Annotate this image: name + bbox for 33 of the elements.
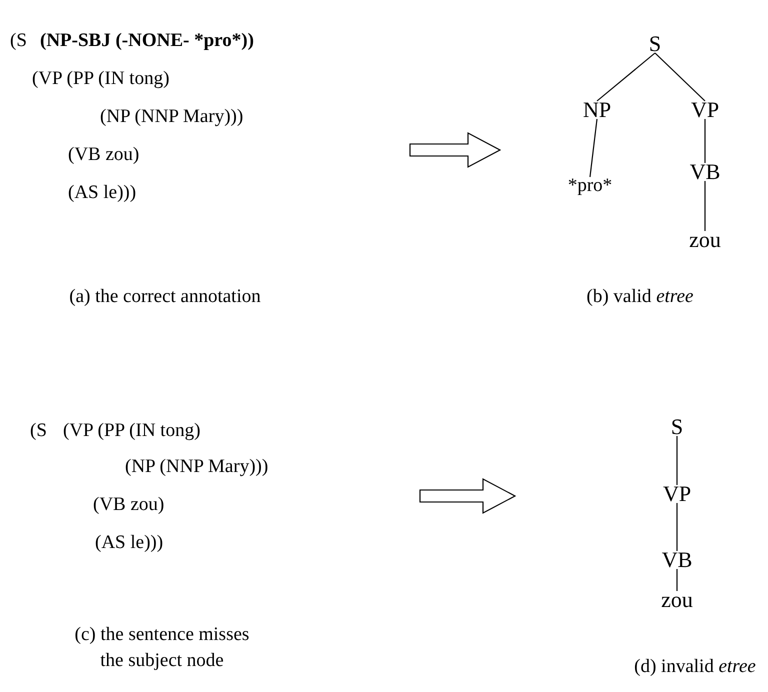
tree-branch [676, 503, 678, 551]
annotation-line: (VB zou) [68, 144, 140, 166]
tree-branch [654, 52, 706, 102]
tree-branch [676, 569, 678, 591]
annotation-line: (S [30, 420, 47, 442]
caption: (d) invalid etree [633, 655, 757, 679]
tree-node-label: VP [690, 98, 720, 122]
tree-branch [676, 436, 678, 485]
annotation-line: (VB zou) [93, 494, 164, 516]
annotation-line: (AS le))) [68, 182, 136, 204]
tree-node-label: S [648, 32, 662, 56]
caption: (a) the correct annotation [68, 285, 262, 309]
tree-node-label: *pro* [568, 174, 612, 198]
annotation-line: (VP (PP (IN tong) [32, 68, 170, 90]
annotation-line: (NP (NNP Mary))) [100, 106, 244, 128]
tree-branch [589, 118, 598, 178]
caption: (b) valid etree [586, 285, 694, 309]
tree-node-label: zou [661, 588, 693, 612]
annotation-line: (AS le))) [95, 532, 164, 554]
tree-node-label: NP [582, 98, 612, 122]
tree-branch [704, 181, 706, 231]
tree-node-label: VB [662, 548, 692, 572]
tree-branch [596, 52, 656, 102]
tree-node-label: VP [662, 482, 692, 506]
caption: (c) the sentence misses the subject node [74, 623, 250, 673]
annotation-line: (NP-SBJ (-NONE- *pro*)) [40, 30, 254, 52]
annotation-line: (S [10, 30, 27, 52]
tree-branch [704, 119, 706, 163]
annotation-line: (VP (PP (IN tong) [63, 420, 200, 442]
tree-node-label: VB [690, 160, 720, 184]
tree-node-label: S [670, 415, 684, 439]
tree-node-label: zou [689, 228, 721, 252]
annotation-line: (NP (NNP Mary))) [125, 456, 268, 478]
